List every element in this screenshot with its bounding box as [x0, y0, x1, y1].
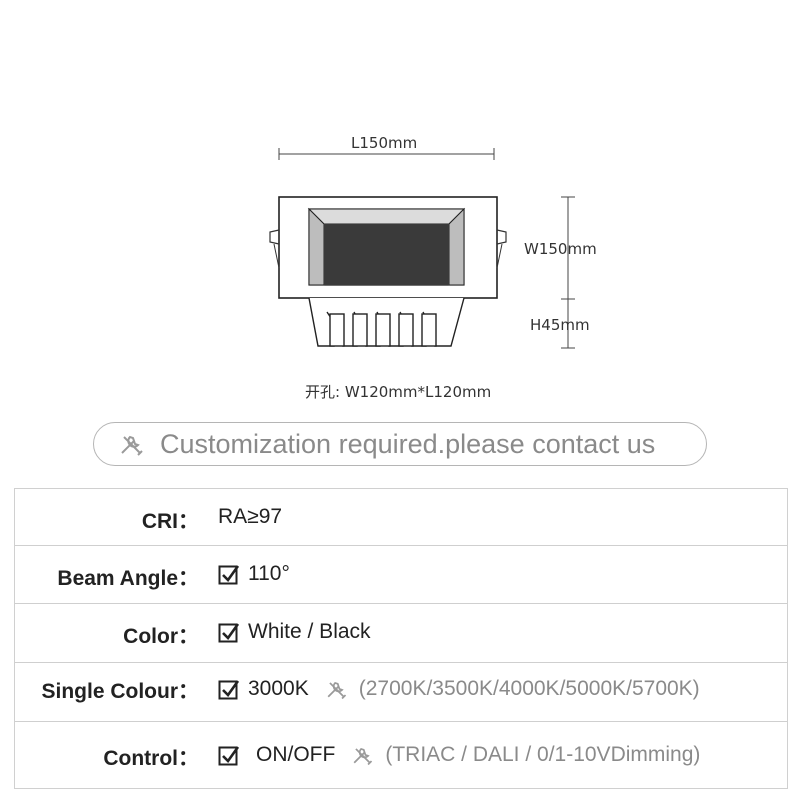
wrench-pencil-icon — [327, 681, 346, 700]
spring-clip-right — [496, 229, 507, 245]
height-label: H45mm — [530, 316, 590, 334]
single-colour-options: (2700K/3500K/4000K/5000K/5700K) — [358, 677, 700, 700]
width-height-dimension-line — [561, 196, 575, 349]
spec-row-cri: CRI： RA≥97 — [15, 489, 787, 546]
spec-row-color: Color： White / Black — [15, 604, 787, 663]
length-dimension-line — [278, 148, 495, 160]
spec-row-single-colour: Single Colour： 3000K (2700K/3500K/4000K/… — [15, 663, 787, 722]
control-text: ON/OFF — [256, 743, 336, 766]
customization-banner[interactable]: Customization required.please contact us — [93, 422, 707, 466]
wrench-pencil-icon — [353, 747, 373, 766]
wrench-pencil-icon — [121, 435, 143, 456]
color-value: White / Black — [218, 620, 371, 644]
single-colour-label: Single Colour： — [41, 680, 200, 703]
color-label: Color： — [123, 625, 199, 648]
customization-text: Customization required.please contact us — [160, 428, 656, 459]
control-options: (TRIAC / DALI / 0/1-10VDimming) — [385, 743, 701, 766]
spec-table: CRI： RA≥97 Beam Angle： 110° Color： White… — [14, 488, 788, 789]
cri-label: CRI： — [141, 510, 199, 533]
width-label: W150mm — [524, 240, 597, 258]
beam-angle-value: 110° — [218, 562, 290, 586]
checkbox-checked-icon — [218, 623, 240, 643]
checkbox-checked-icon — [218, 565, 240, 585]
spring-clip-left — [269, 229, 280, 245]
light-opening — [307, 207, 466, 286]
checkbox-checked-icon — [218, 680, 240, 700]
single-colour-value: 3000K (2700K/3500K/4000K/5000K/5700K) — [218, 676, 700, 702]
spec-row-beam-angle: Beam Angle： 110° — [15, 546, 787, 604]
cutout-label: 开孔: W120mm*L120mm — [305, 383, 492, 401]
product-dimension-drawing: L150mm W150mm H45mm 开孔: W120mm*L120mm — [269, 134, 597, 401]
spec-row-control: Control： ON/OFF (TRIAC / DALI / 0/1-10VD… — [15, 722, 787, 788]
downlight-diagram — [269, 148, 575, 349]
control-value: ON/OFF (TRIAC / DALI / 0/1-10VDimming) — [218, 742, 700, 768]
beam-angle-label: Beam Angle： — [57, 567, 199, 590]
control-label: Control： — [103, 747, 199, 770]
checkbox-checked-icon — [218, 746, 240, 766]
length-label: L150mm — [351, 134, 418, 152]
beam-angle-text: 110° — [248, 562, 290, 585]
single-colour-text: 3000K — [248, 677, 309, 700]
heat-sink — [308, 297, 465, 347]
cri-value: RA≥97 — [218, 505, 283, 528]
color-text: White / Black — [248, 620, 371, 643]
